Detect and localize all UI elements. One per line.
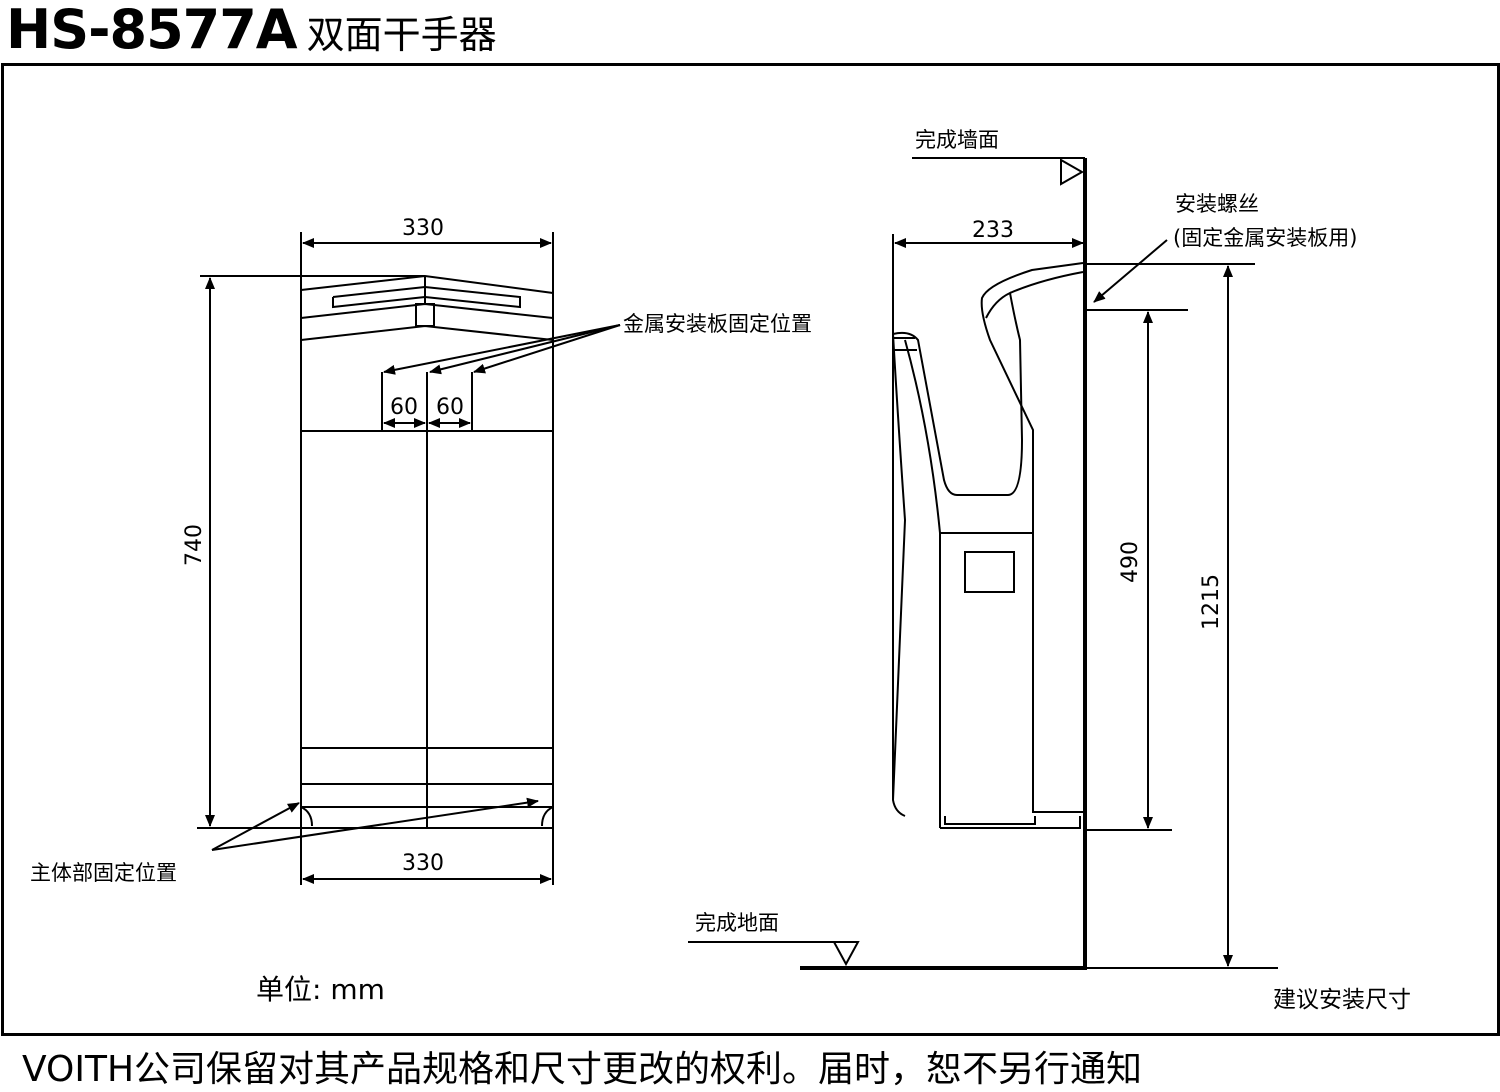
footer-notice: VOITH公司保留对其产品规格和尺寸更改的权利。届时，恕不另行通知 (22, 1049, 1143, 1090)
caption-recommended-install: 建议安装尺寸 (1273, 987, 1411, 1013)
cap-center-block (415, 303, 435, 327)
dryer-front-top (893, 337, 917, 351)
dim-total-height: 1215 (1199, 574, 1224, 630)
leader-body-2 (211, 797, 539, 851)
dim-depth: 233 (972, 218, 1014, 243)
dim-offset-left: 60 (390, 395, 418, 420)
cap-inner-plate (332, 285, 521, 309)
dryer-body-front (939, 532, 1081, 829)
leader-body-1 (211, 802, 300, 851)
floor-marker-triangle (832, 941, 860, 967)
cap-outline (300, 274, 554, 294)
product-name: 双面干手器 (306, 13, 497, 57)
leader-plate-1 (383, 324, 621, 375)
leader-plate-2 (429, 324, 621, 375)
side-view (688, 157, 1278, 970)
leader-screw (1093, 239, 1168, 303)
label-screw-note: (固定金属安装板用) (1173, 226, 1357, 250)
wall-marker-triangle (1060, 158, 1085, 186)
label-plate-position: 金属安装板固定位置 (623, 312, 812, 336)
dryer-outer-profile (980, 262, 1084, 813)
cap-base-edge (300, 324, 554, 341)
dryer-top-ridge (1009, 271, 1084, 294)
body-base-curve (300, 806, 554, 827)
dryer-sensor-window (964, 551, 1015, 593)
dim-height: 740 (182, 524, 207, 566)
label-finished-floor: 完成地面 (695, 911, 779, 935)
dryer-front-edge (892, 333, 907, 801)
dryer-slope (904, 339, 941, 534)
dryer-inner-profile (892, 291, 1024, 817)
model-number: HS-8577A (6, 0, 298, 61)
dim-offset-right: 60 (436, 395, 464, 420)
dim-plate-height: 490 (1118, 541, 1143, 583)
label-finished-wall: 完成墙面 (915, 128, 999, 152)
front-view (197, 232, 621, 885)
label-screw: 安装螺丝 (1175, 192, 1259, 216)
unit-label: 单位: mm (256, 973, 385, 1006)
drawing-frame (1, 63, 1500, 1036)
label-body-position: 主体部固定位置 (30, 861, 177, 885)
leader-plate-3 (473, 324, 621, 374)
dim-bottom-width: 330 (402, 851, 444, 876)
dim-top-width: 330 (402, 216, 444, 241)
